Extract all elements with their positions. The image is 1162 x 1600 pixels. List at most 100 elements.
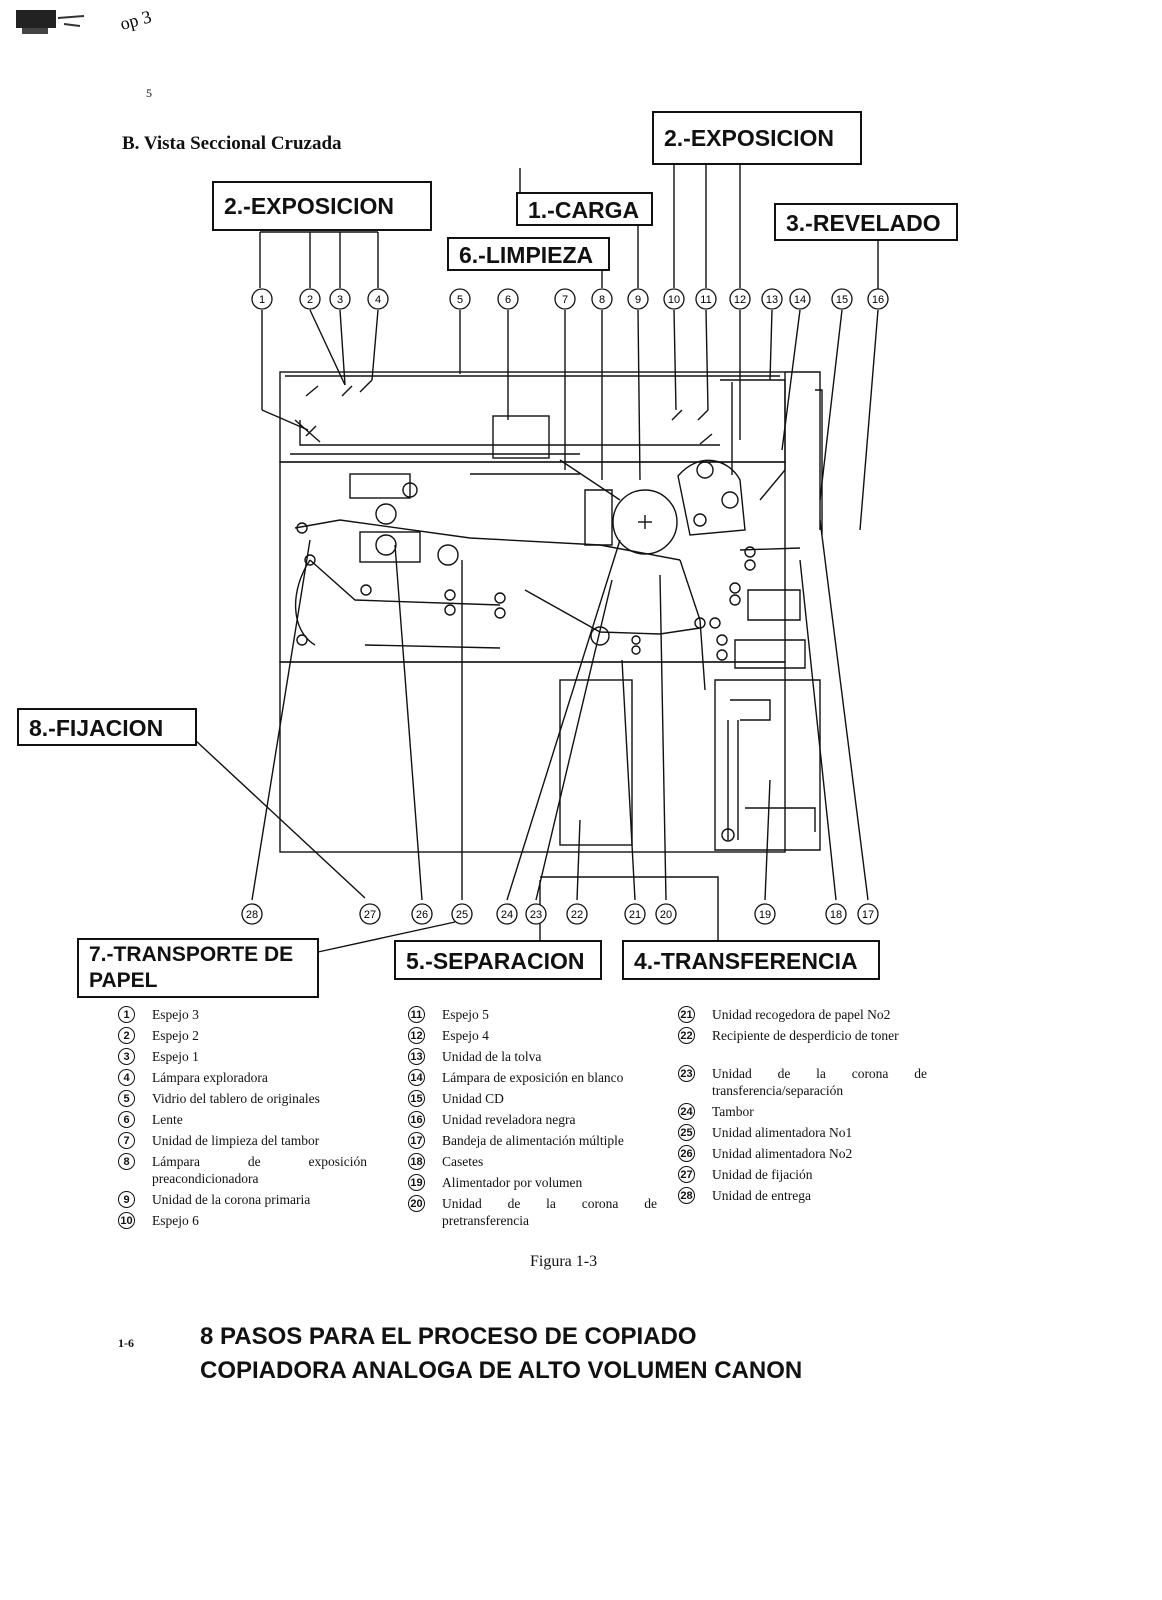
legend-label: Tambor: [712, 1104, 754, 1119]
footer-title-line-2: COPIADORA ANALOGA DE ALTO VOLUMEN CANON: [200, 1357, 803, 1384]
legend-number: 12: [408, 1027, 425, 1044]
legend-label: Casetes: [442, 1154, 484, 1169]
callout-circle-17: [857, 903, 879, 925]
legend-label: Recipiente de desperdicio de toner: [712, 1028, 899, 1043]
callout-number-11: 11: [700, 294, 711, 306]
callout-number-3: 3: [337, 294, 343, 306]
callout-number-23: 23: [530, 909, 542, 921]
callout-number-13: 13: [766, 294, 778, 306]
legend-column-3: 21 Unidad recogedora de papel No2 22 Recipi…: [678, 1006, 1008, 1208]
legend-number: 24: [678, 1103, 695, 1120]
callout-circle-23: [525, 903, 547, 925]
legend-number: 14: [408, 1069, 425, 1086]
legend-label: Lámpara exploradora: [152, 1070, 268, 1085]
legend-number: 13: [408, 1048, 425, 1065]
scan-noise-mark: op 3: [16, 6, 153, 34]
legend-label: Unidad de la tolva: [442, 1049, 542, 1064]
callout-number-10: 10: [668, 294, 680, 306]
callout-number-19: 19: [759, 909, 771, 921]
callout-circle-11: [695, 288, 717, 310]
callout-circle-19: [754, 903, 776, 925]
legend-label: Alimentador por volumen: [442, 1175, 583, 1190]
legend-item-20: 20 Unidad de la corona de pretransferenci…: [408, 1195, 678, 1233]
stage-exposicion-right: 2.-EXPOSICION: [652, 111, 862, 165]
callout-number-26: 26: [416, 909, 428, 921]
legend-number: 4: [118, 1069, 135, 1086]
legend-item-12: 12 Espejo 4: [408, 1027, 678, 1048]
legend-number: 19: [408, 1174, 425, 1191]
callout-circle-5: [449, 288, 471, 310]
legend-label: Espejo 1: [152, 1049, 199, 1064]
callout-circle-4: [367, 288, 389, 310]
legend-item-18: 18 Casetes: [408, 1153, 678, 1174]
callout-number-17: 17: [862, 909, 874, 921]
callout-number-16: 16: [872, 294, 884, 306]
callout-number-18: 18: [830, 909, 842, 921]
callout-circle-1: [251, 288, 273, 310]
legend-label: Lámpara de exposición preacondicionadora: [152, 1154, 367, 1186]
legend-item-2: 2 Espejo 2: [118, 1027, 388, 1048]
callout-circle-13: [761, 288, 783, 310]
stage-transporte-papel: 7.-TRANSPORTE DE PAPEL: [77, 938, 319, 998]
callout-circle-18: [825, 903, 847, 925]
callout-circle-16: [867, 288, 889, 310]
footer-page-code: 1-6: [118, 1336, 134, 1350]
callout-number-20: 20: [660, 909, 672, 921]
callout-circle-21: [624, 903, 646, 925]
legend-number: 20: [408, 1195, 425, 1212]
legend-label: Espejo 2: [152, 1028, 199, 1043]
callout-number-14: 14: [794, 294, 806, 306]
callout-number-28: 28: [246, 909, 258, 921]
callout-circle-14: [789, 288, 811, 310]
callout-circle-9: [627, 288, 649, 310]
callout-circle-12: [729, 288, 751, 310]
legend-number: 28: [678, 1187, 695, 1204]
callout-circle-27: [359, 903, 381, 925]
legend-number: 3: [118, 1048, 135, 1065]
legend-item-3: 3 Espejo 1: [118, 1048, 388, 1069]
legend-label: Unidad de limpieza del tambor: [152, 1133, 320, 1148]
callout-number-4: 4: [375, 294, 381, 306]
callout-circle-22: [566, 903, 588, 925]
legend-label: Lámpara de exposición en blanco: [442, 1070, 624, 1085]
callout-circle-7: [554, 288, 576, 310]
legend-number: 22: [678, 1027, 695, 1044]
callout-number-21: 21: [629, 909, 641, 921]
legend-number: 17: [408, 1132, 425, 1149]
callout-number-9: 9: [635, 294, 641, 306]
legend-label: Unidad CD: [442, 1091, 504, 1106]
callout-circle-10: [663, 288, 685, 310]
legend-item-15: 15 Unidad CD: [408, 1090, 678, 1111]
legend-label: Unidad recogedora de papel No2: [712, 1007, 891, 1022]
stage-exposicion-left: 2.-EXPOSICION: [212, 181, 432, 231]
legend-number: 1: [118, 1006, 135, 1023]
legend-label: Espejo 5: [442, 1007, 489, 1022]
legend-number: 18: [408, 1153, 425, 1170]
legend-number: 2: [118, 1027, 135, 1044]
callout-circle-15: [831, 288, 853, 310]
stage-fijacion: 8.-FIJACION: [17, 708, 197, 746]
stage-revelado: 3.-REVELADO: [774, 203, 958, 241]
legend-number: 21: [678, 1006, 695, 1023]
legend-label: Unidad de fijación: [712, 1167, 813, 1182]
legend-label: Unidad de la corona de pretransferencia: [442, 1196, 657, 1228]
legend-label: Vidrio del tablero de originales: [152, 1091, 320, 1106]
legend-number: 6: [118, 1111, 135, 1128]
callout-circle-26: [411, 903, 433, 925]
callout-circle-6: [497, 288, 519, 310]
legend-number: 15: [408, 1090, 425, 1107]
stage-separacion: 5.-SEPARACION: [394, 940, 602, 980]
legend-label: Espejo 4: [442, 1028, 489, 1043]
